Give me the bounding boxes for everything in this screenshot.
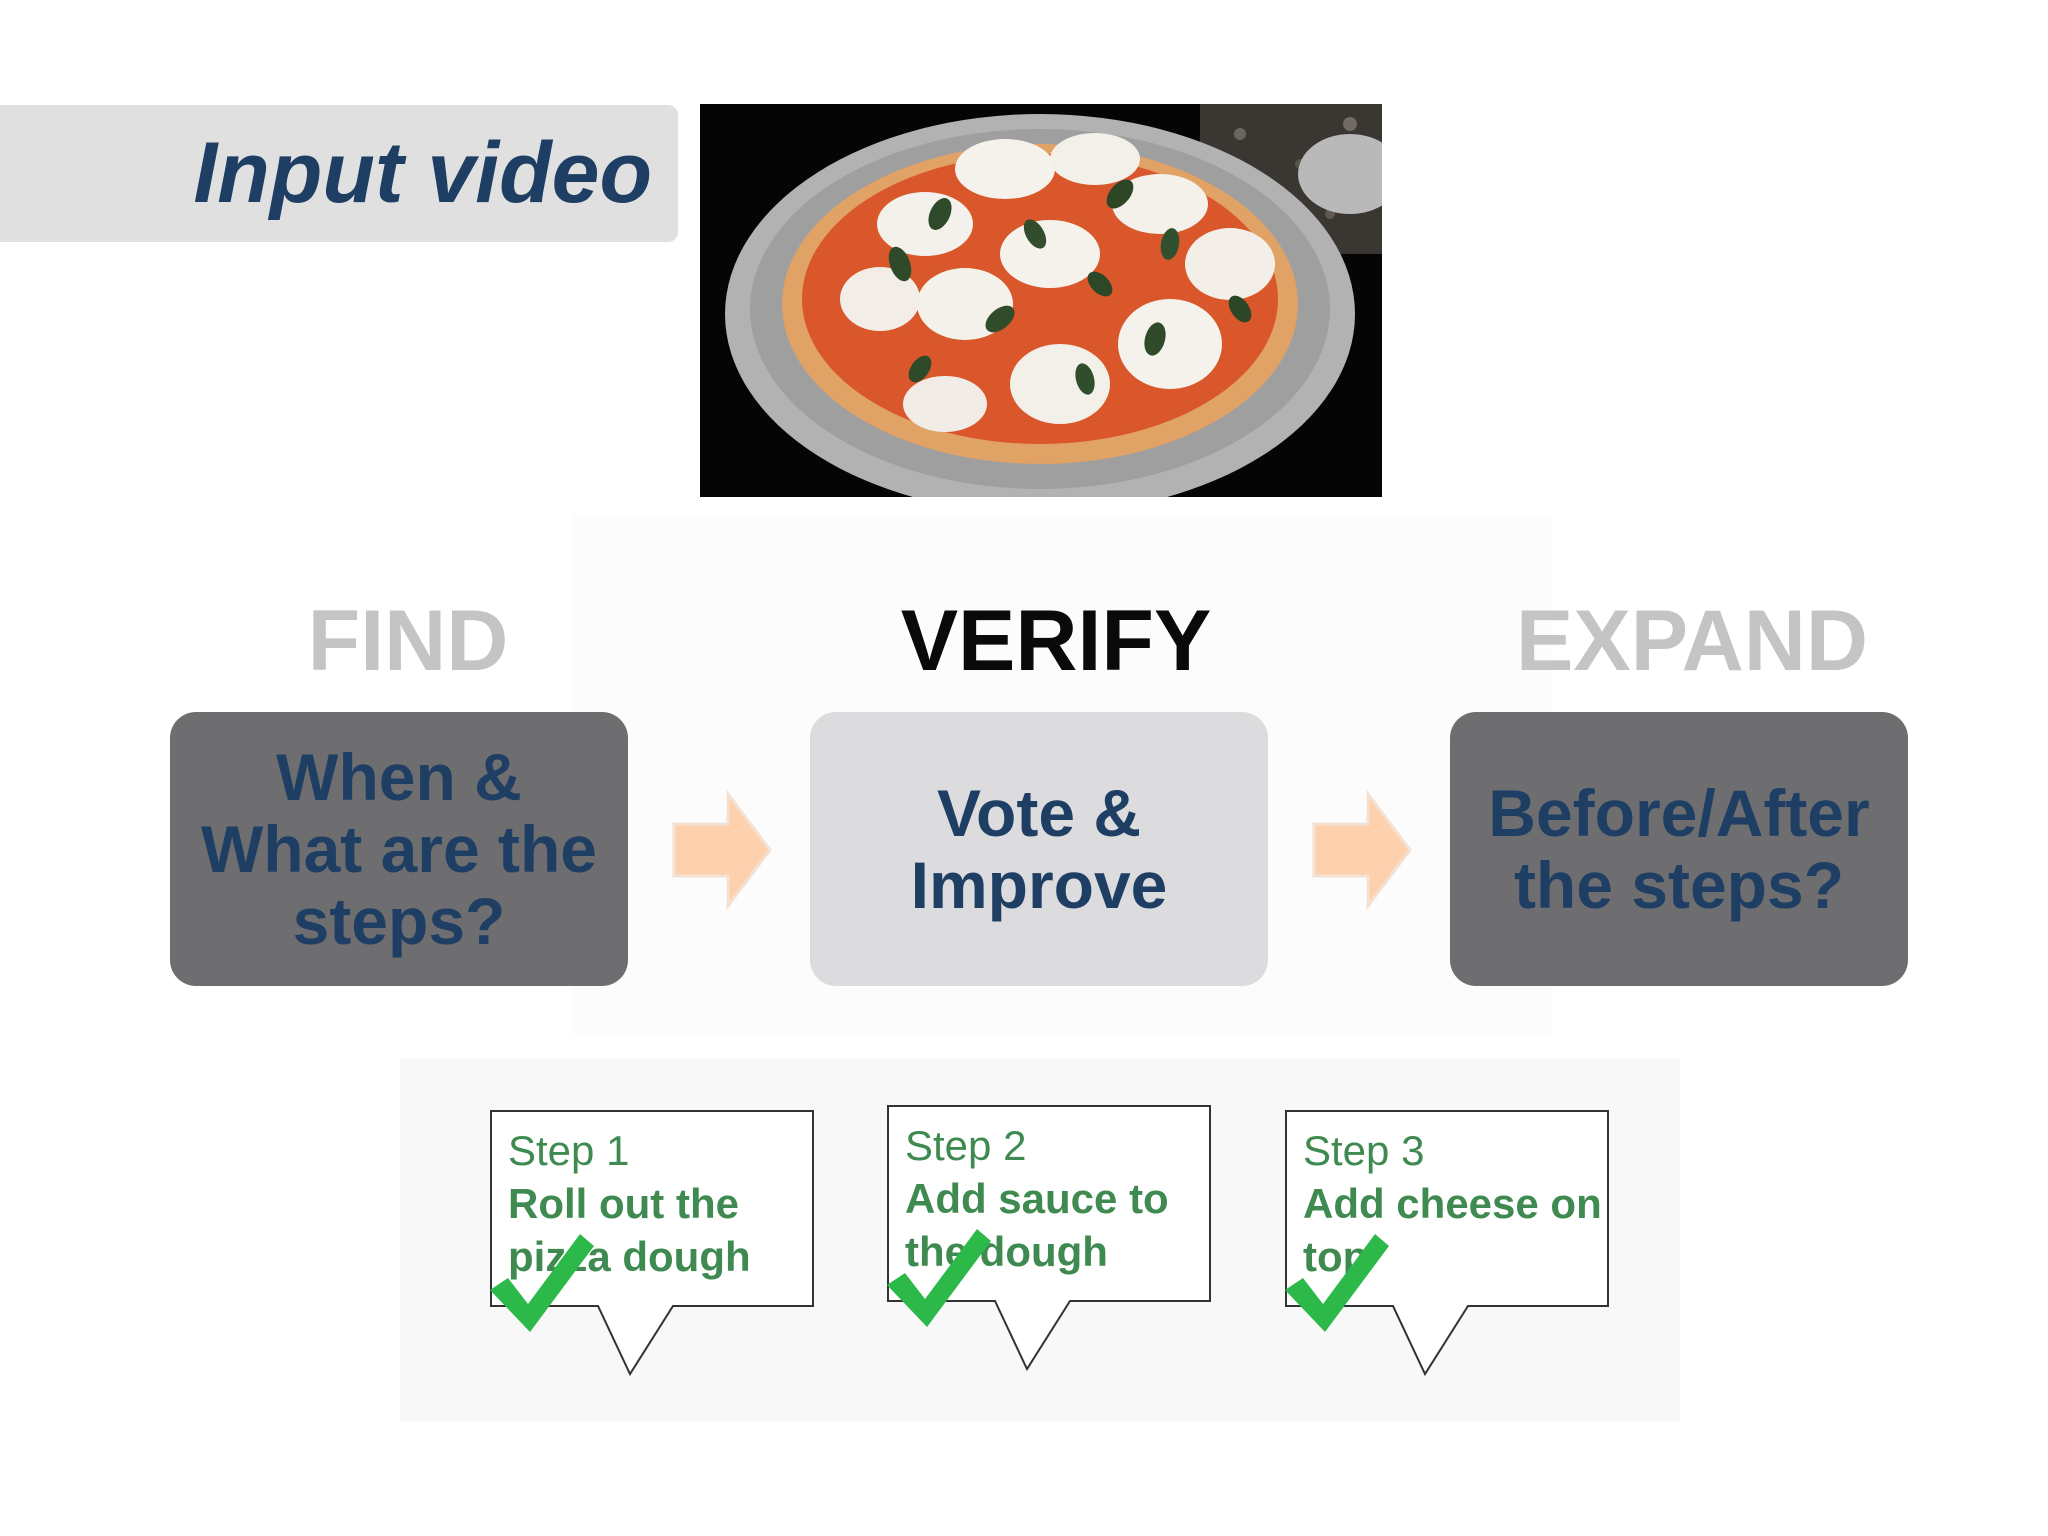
right-arrow-icon bbox=[1312, 790, 1412, 910]
stage-box-verify: Vote & Improve bbox=[810, 712, 1268, 986]
stage-box-expand: Before/After the steps? bbox=[1450, 712, 1908, 986]
stage-description: Vote & Improve bbox=[910, 776, 1168, 922]
step-description: Roll out the pizza dough bbox=[508, 1180, 751, 1280]
step-description: Add sauce to the dough bbox=[905, 1175, 1169, 1275]
input-video-label: Input video bbox=[0, 105, 678, 242]
stage-title-expand: EXPAND bbox=[1515, 593, 1869, 689]
stage-box-find: When & What are the steps? bbox=[170, 712, 628, 986]
check-mark-icon bbox=[1285, 1234, 1389, 1332]
step-callout: Step 3 Add cheese on top bbox=[1285, 1110, 1615, 1380]
steps-panel: Step 1 Roll out the pizza dough Step 2 A… bbox=[400, 1058, 1680, 1422]
step-label: Step 2 bbox=[905, 1122, 1027, 1169]
stage-title-find: FIND bbox=[307, 593, 509, 689]
check-mark-icon bbox=[887, 1229, 991, 1327]
step-text: Step 2 Add sauce to the dough bbox=[905, 1119, 1205, 1278]
stage-description: Before/After the steps? bbox=[1488, 776, 1870, 922]
step-callout: Step 2 Add sauce to the dough bbox=[887, 1105, 1217, 1375]
step-label: Step 3 bbox=[1303, 1127, 1425, 1174]
stage-description: When & What are the steps? bbox=[200, 740, 598, 958]
input-video-text: Input video bbox=[193, 125, 652, 221]
check-mark-icon bbox=[490, 1234, 594, 1332]
pizza-image bbox=[700, 104, 1382, 497]
input-video-frame bbox=[700, 104, 1382, 497]
step-callout: Step 1 Roll out the pizza dough bbox=[490, 1110, 820, 1380]
step-text: Step 1 Roll out the pizza dough bbox=[508, 1124, 808, 1283]
step-label: Step 1 bbox=[508, 1127, 630, 1174]
right-arrow-icon bbox=[672, 790, 772, 910]
stage-title-verify: VERIFY bbox=[900, 593, 1212, 689]
